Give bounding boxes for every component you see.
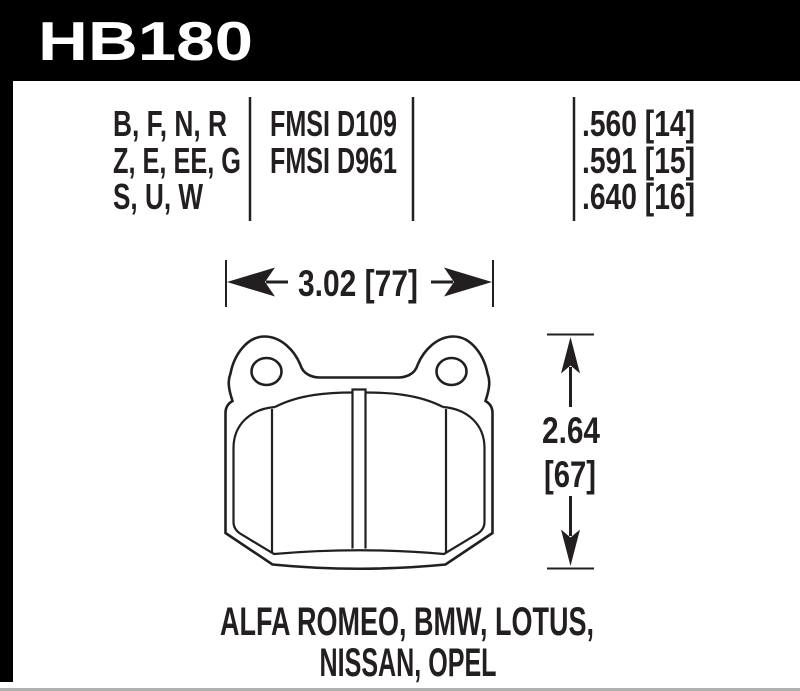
pad-backplate-outline [224, 335, 494, 571]
pad-friction-outline [232, 405, 486, 556]
thickness-row-3: .640 [16] [582, 176, 695, 217]
width-dimension-label: 3.02 [77] [298, 263, 418, 304]
compound-codes-row-3: S, U, W [113, 176, 203, 217]
compound-codes-row-2: Z, E, EE, G [113, 140, 241, 181]
compound-codes-row-1: B, F, N, R [113, 103, 227, 144]
applications-line-1: ALFA ROMEO, BMW, LOTUS, [220, 600, 594, 644]
height-dimension-value: 2.64 [542, 410, 600, 451]
thickness-row-1: .560 [14] [582, 103, 695, 144]
height-dimension-bracket: [67] [544, 454, 596, 495]
pad-friction-top-right [365, 391, 444, 408]
fmsi-row-2: FMSI D961 [270, 140, 397, 181]
bottom-rule [0, 688, 800, 691]
width-arrow-right [444, 267, 492, 297]
width-arrow-left [227, 267, 275, 297]
header-bar [0, 0, 800, 81]
applications-line-2: NISSAN, OPEL [320, 641, 497, 685]
left-border [0, 81, 13, 682]
brake-pad-drawing [224, 335, 494, 571]
height-dimension: 2.64 [67] [542, 333, 600, 570]
width-dimension: 3.02 [77] [225, 260, 494, 307]
pad-friction-top-left [274, 391, 353, 408]
pad-hole-left [250, 356, 283, 387]
part-number: HB180 [38, 10, 253, 72]
fmsi-row-1: FMSI D109 [270, 103, 397, 144]
pad-hole-right [435, 356, 468, 387]
thickness-row-2: .591 [15] [582, 140, 695, 181]
height-arrow-up [561, 337, 580, 374]
height-arrow-down [561, 529, 580, 566]
pad-center-slot [351, 388, 367, 549]
